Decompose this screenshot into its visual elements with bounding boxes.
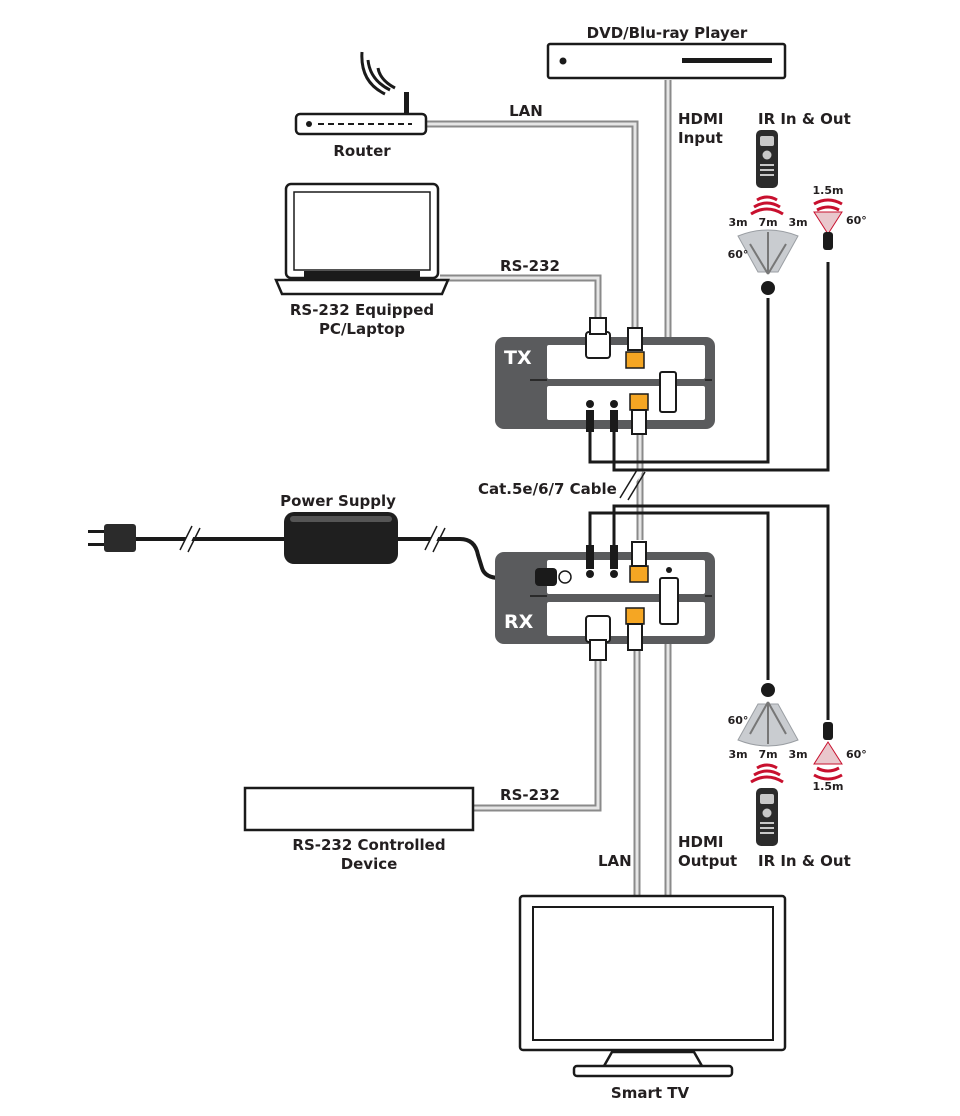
router: [294, 51, 428, 136]
ir-rx-top-right: 3m: [788, 216, 807, 229]
ir-blaster-bottom: [813, 722, 843, 781]
power-adapter: [284, 512, 398, 564]
ir-rx-top-angle: 60°: [728, 248, 749, 261]
ir-rx-bottom-center: 7m: [758, 748, 777, 761]
laptop-label-1: RS-232 Equipped: [290, 301, 434, 319]
ir-signal-waves-bottom: [750, 763, 784, 784]
ir-cable-rx-blaster: [612, 504, 830, 720]
ir-rx-top-center: 7m: [758, 216, 777, 229]
controlled-device-label-2: Device: [341, 855, 398, 873]
laptop-label-2: PC/Laptop: [319, 320, 405, 338]
power-cable: [135, 524, 545, 580]
ir-receiver-top: [737, 229, 799, 295]
remote-control-bottom: [756, 788, 778, 846]
ir-rx-bottom-left: 3m: [728, 748, 747, 761]
ir-rx-top-left: 3m: [728, 216, 747, 229]
ir-top-label: IR In & Out: [758, 110, 851, 128]
rx-unit: [495, 541, 715, 661]
ir-cable-rx-receiver: [588, 511, 770, 680]
smart-tv: [518, 894, 787, 1078]
rs232-cable-rx-device: [473, 660, 602, 812]
ir-blaster-bottom-range: 1.5m: [813, 780, 844, 793]
dvd-player: [546, 42, 787, 80]
ir-rx-bottom-angle: 60°: [728, 714, 749, 727]
cat-cable-label: Cat.5e/6/7 Cable: [478, 480, 617, 498]
ir-cable-tx-receiver: [588, 298, 770, 464]
power-supply-label: Power Supply: [280, 492, 396, 510]
laptop: [274, 182, 450, 296]
rs232-controlled-device: [243, 786, 475, 832]
ir-blaster-top-angle: 60°: [846, 214, 867, 227]
ir-receiver-bottom: [737, 683, 799, 747]
ir-blaster-top-range: 1.5m: [813, 184, 844, 197]
ir-blaster-top: [813, 198, 843, 250]
tx-label: TX: [504, 347, 532, 369]
rs232-cable-laptop-tx: [440, 274, 602, 318]
cat-cable-tx-rx: [619, 430, 646, 540]
controlled-device-label-1: RS-232 Controlled: [292, 836, 445, 854]
rx-label: RX: [504, 611, 534, 633]
ir-cable-tx-blaster: [612, 262, 830, 472]
remote-control-top: [756, 130, 778, 188]
lan-top-label: LAN: [509, 102, 543, 120]
hdmi-output-label-1: HDMI: [678, 833, 724, 851]
hdmi-input-label-1: HDMI: [678, 110, 724, 128]
hdmi-input-label-2: Input: [678, 129, 723, 147]
hdmi-output-label-2: Output: [678, 852, 737, 870]
lan-cable-router-tx: [425, 120, 639, 332]
lan-bottom-label: LAN: [598, 852, 632, 870]
router-label: Router: [333, 142, 391, 160]
ir-rx-bottom-right: 3m: [788, 748, 807, 761]
power-plug: [88, 524, 136, 552]
tx-unit: [495, 317, 715, 435]
dvd-player-label: DVD/Blu-ray Player: [587, 24, 748, 42]
ir-signal-waves-top: [750, 195, 784, 216]
rs232-top-label: RS-232: [500, 257, 560, 275]
rs232-bottom-label: RS-232: [500, 786, 560, 804]
smart-tv-label: Smart TV: [611, 1084, 690, 1102]
ir-bottom-label: IR In & Out: [758, 852, 851, 870]
ir-blaster-bottom-angle: 60°: [846, 748, 867, 761]
